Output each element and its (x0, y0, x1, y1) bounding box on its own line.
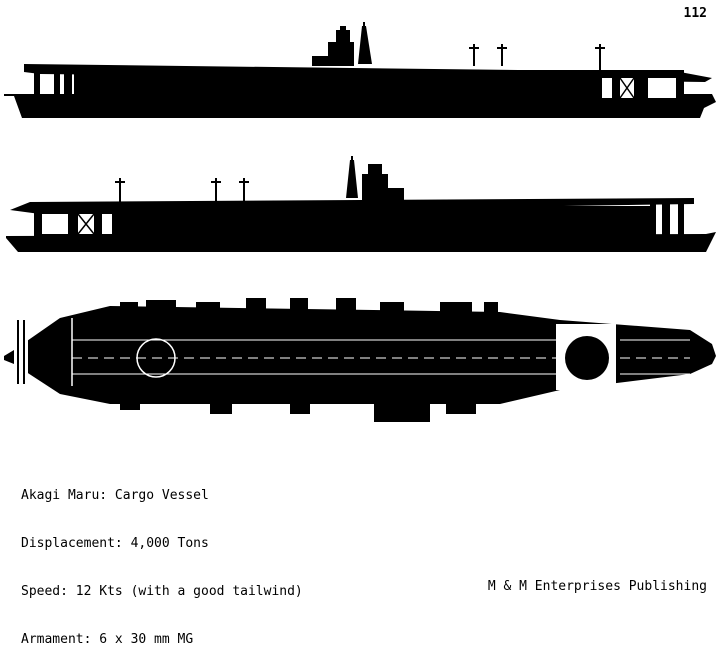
ship-profile-port-drawing (4, 22, 716, 118)
publisher-credit: M & M Enterprises Publishing (487, 579, 707, 594)
ship-plan-view-drawing (4, 298, 716, 422)
ship-profile-starboard-drawing (6, 156, 716, 252)
caption-ship-name: Akagi Maru: Cargo Vessel (21, 488, 209, 503)
ship-caption: Akagi Maru: Cargo Vessel Displacement: 4… (21, 456, 303, 664)
caption-armament: Armament: 6 x 30 mm MG (21, 632, 194, 647)
caption-speed: Speed: 12 Kts (with a good tailwind) (21, 584, 303, 599)
caption-displacement: Displacement: 4,000 Tons (21, 536, 209, 551)
page-number: 112 (683, 6, 707, 21)
